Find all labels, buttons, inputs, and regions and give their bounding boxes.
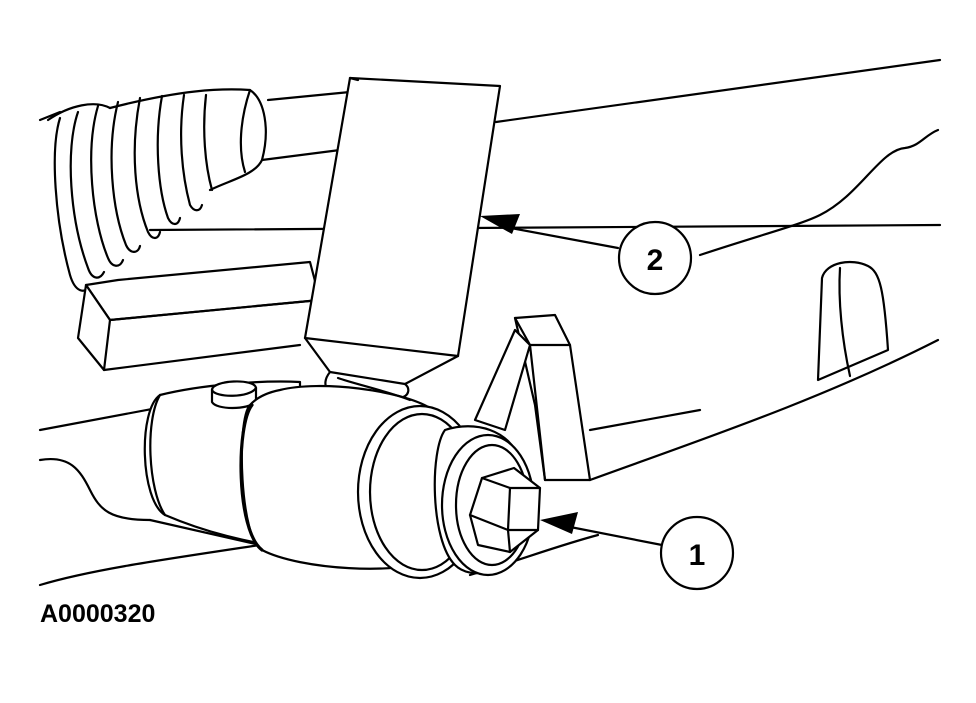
arrowhead-2-icon — [480, 214, 520, 234]
callout-1: 1 — [659, 515, 735, 591]
callout-2: 2 — [617, 220, 693, 296]
frame-tab — [816, 260, 890, 382]
shock-absorber — [303, 76, 502, 400]
bolt-head — [468, 466, 542, 554]
figure-id: A0000320 — [40, 600, 156, 628]
callout-2-label: 2 — [647, 244, 664, 277]
leader-lines — [480, 214, 664, 547]
mount-bracket — [473, 313, 592, 482]
bracket-block — [76, 260, 322, 372]
arrowhead-1-icon — [540, 512, 578, 534]
callout-1-label: 1 — [689, 539, 706, 572]
coil-spring — [46, 88, 352, 292]
